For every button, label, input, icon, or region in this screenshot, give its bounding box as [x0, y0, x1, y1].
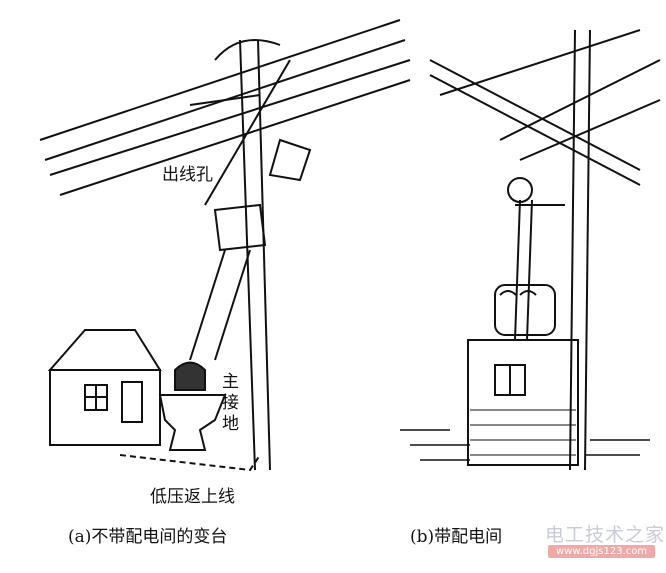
- caption-b: (b)带配电间: [410, 527, 503, 547]
- caption-a: (a)不带配电间的变台: [68, 527, 228, 547]
- watermark-url: www.dgjs123.com: [548, 545, 656, 558]
- power-lines-a: [39, 19, 411, 196]
- distribution-room-b: [467, 339, 579, 466]
- ground-hatching-b: [400, 429, 650, 461]
- power-lines-b: [429, 29, 661, 186]
- lv-return-line-path: [119, 454, 261, 472]
- watermark-name: 电工技术之家: [545, 524, 666, 546]
- main-ground-label: 主接地: [222, 372, 239, 434]
- outlet-hole-label: 出线孔: [162, 165, 213, 185]
- transformer-a: [158, 59, 312, 451]
- poles-b: [507, 29, 591, 471]
- lv-return-line-label: 低压返上线: [150, 487, 235, 507]
- house-a: [47, 329, 162, 446]
- transformer-b: [494, 284, 556, 336]
